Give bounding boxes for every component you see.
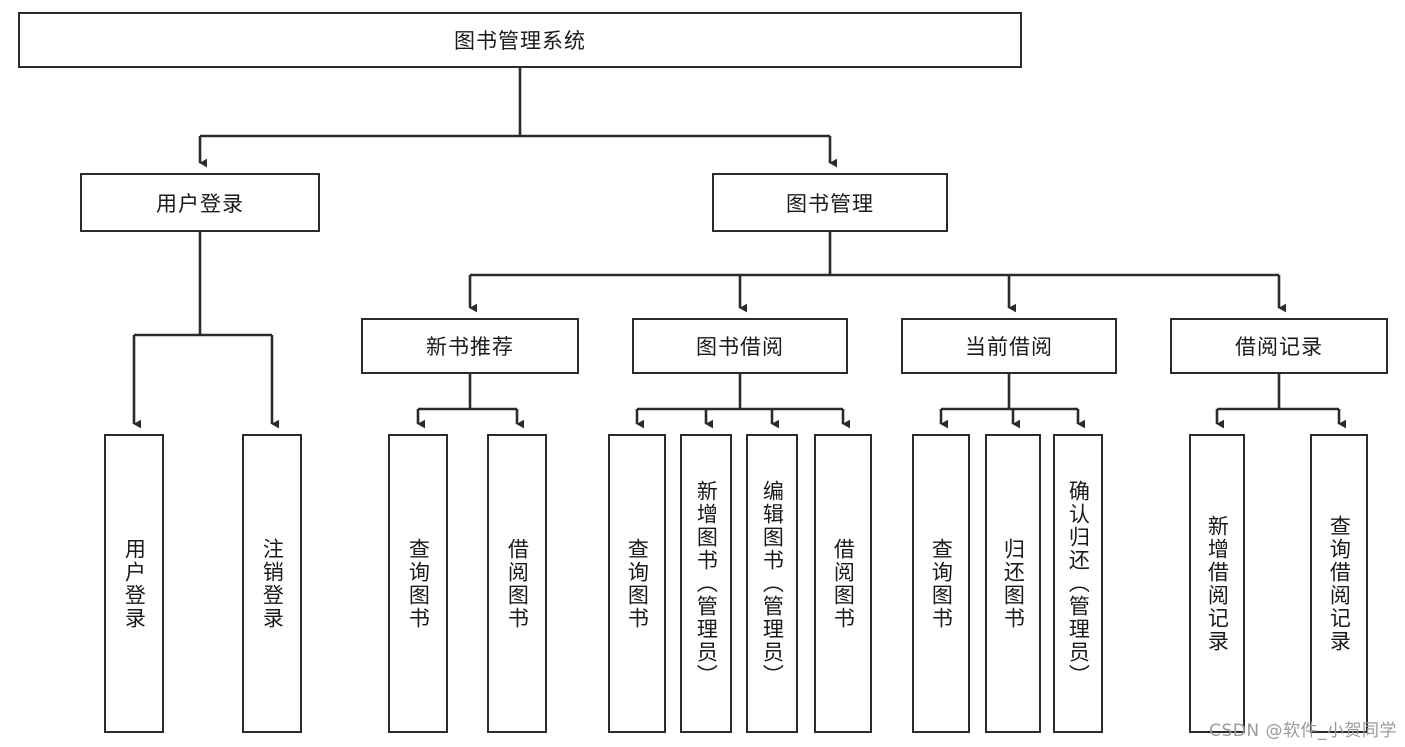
leaf-label: 用户登录 bbox=[122, 537, 147, 630]
leaf-label: 查询图书 bbox=[625, 537, 650, 630]
node-borrow-record[interactable]: 借阅记录 bbox=[1170, 318, 1388, 374]
leaf-label: 新增图书（管理员） bbox=[694, 480, 719, 687]
node-root[interactable]: 图书管理系统 bbox=[18, 12, 1022, 68]
leaf-label: 借阅图书 bbox=[505, 537, 530, 630]
node-new-book-recommend[interactable]: 新书推荐 bbox=[361, 318, 579, 374]
leaf-label: 查询图书 bbox=[929, 537, 954, 630]
leaf-add-borrow-record[interactable]: 新增借阅记录 bbox=[1189, 434, 1245, 733]
watermark: CSDN @软件_小贺同学 bbox=[1209, 721, 1397, 741]
leaf-borrow-book-rec[interactable]: 借阅图书 bbox=[487, 434, 547, 733]
leaf-confirm-return-admin[interactable]: 确认归还（管理员） bbox=[1053, 434, 1103, 733]
leaf-label: 确认归还（管理员） bbox=[1066, 480, 1091, 687]
leaf-user-login[interactable]: 用户登录 bbox=[104, 434, 164, 733]
leaf-logout[interactable]: 注销登录 bbox=[242, 434, 302, 733]
leaf-edit-book-admin[interactable]: 编辑图书（管理员） bbox=[746, 434, 798, 733]
leaf-label: 编辑图书（管理员） bbox=[760, 480, 785, 687]
leaf-label: 查询借阅记录 bbox=[1327, 514, 1352, 653]
leaf-label: 注销登录 bbox=[260, 537, 285, 630]
leaf-add-book-admin[interactable]: 新增图书（管理员） bbox=[680, 434, 732, 733]
leaf-query-book-rec[interactable]: 查询图书 bbox=[388, 434, 448, 733]
node-current-borrow[interactable]: 当前借阅 bbox=[901, 318, 1117, 374]
leaf-return-book[interactable]: 归还图书 bbox=[985, 434, 1041, 733]
leaf-query-borrow-record[interactable]: 查询借阅记录 bbox=[1310, 434, 1368, 733]
leaf-query-book-borrow[interactable]: 查询图书 bbox=[608, 434, 666, 733]
leaf-label: 查询图书 bbox=[406, 537, 431, 630]
leaf-borrow-book[interactable]: 借阅图书 bbox=[814, 434, 872, 733]
leaf-label: 归还图书 bbox=[1001, 537, 1026, 630]
node-book-management[interactable]: 图书管理 bbox=[712, 173, 948, 232]
node-user-login[interactable]: 用户登录 bbox=[80, 173, 320, 232]
leaf-query-book-current[interactable]: 查询图书 bbox=[912, 434, 970, 733]
leaf-label: 新增借阅记录 bbox=[1205, 514, 1230, 653]
leaf-label: 借阅图书 bbox=[831, 537, 856, 630]
node-book-borrow[interactable]: 图书借阅 bbox=[632, 318, 848, 374]
